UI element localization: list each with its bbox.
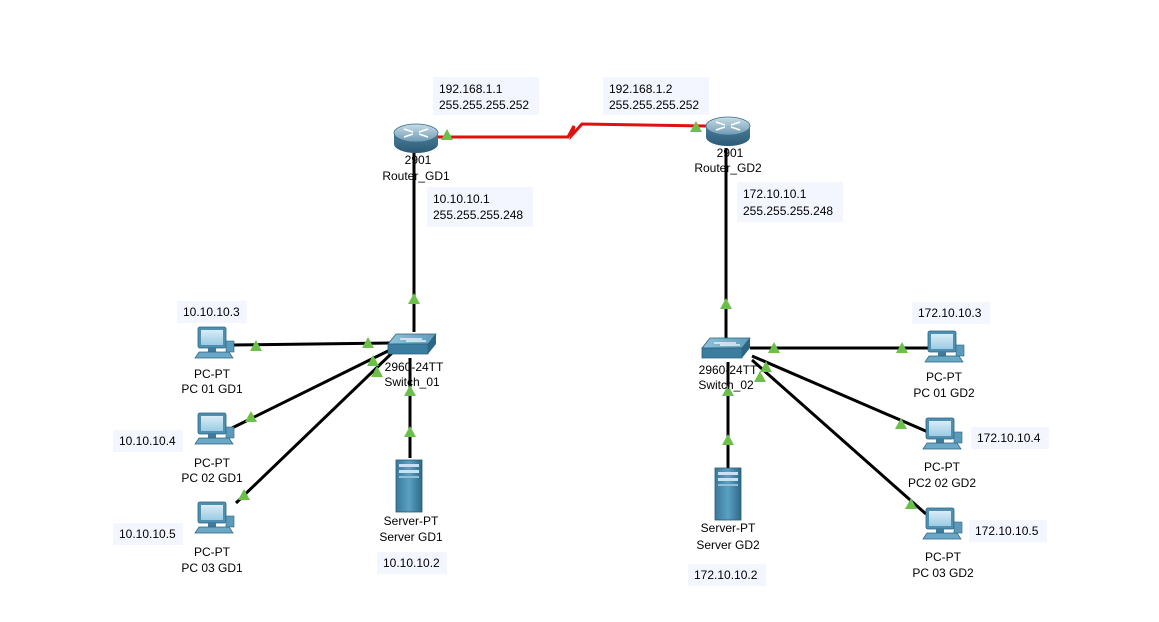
note-r2-wan-ip: 192.168.1.2 [609,82,673,96]
pc-03-gd2-name: PC 03 GD2 [912,566,974,580]
port-up-icon [408,293,420,304]
switch-01[interactable]: 2960-24TT Switch_01 [384,333,444,389]
pc-01-gd2[interactable]: PC-PT PC 01 GD2 [913,330,975,400]
server-icon [395,459,423,513]
note-pc01-gd1[interactable]: 10.10.10.3 [177,301,247,323]
pc-01-gd1-name: PC 01 GD1 [181,382,243,396]
router-gd1[interactable]: 2901 Router_GD1 [382,123,450,183]
note-server-gd2[interactable]: 172.10.10.2 [688,564,766,586]
link-switch01-pc02[interactable] [231,348,391,430]
note-r2-wan-mask: 255.255.255.252 [609,98,699,112]
pc-03-gd2-model: PC-PT [925,550,962,564]
pc-02-gd2[interactable]: PC-PT PC2 02 GD2 [908,417,976,490]
note-r1-lan-ip: 10.10.10.1 [433,192,490,206]
note-r1-wan[interactable]: 192.168.1.1 255.255.255.252 [433,77,539,115]
note-r1-wan-mask: 255.255.255.252 [439,98,529,112]
port-up-icon [720,298,732,309]
pc-02-gd1-name: PC 02 GD1 [181,471,243,485]
note-pc01-gd1-ip: 10.10.10.3 [183,305,240,319]
port-up-icon [404,426,416,437]
pc-03-gd1[interactable]: PC-PT PC 03 GD1 [181,501,243,575]
server-gd2-name: Server GD2 [696,538,760,552]
note-r1-wan-ip: 192.168.1.1 [439,82,503,96]
router-gd1-name: Router_GD1 [382,169,450,183]
note-pc02-gd1[interactable]: 10.10.10.4 [113,430,183,452]
note-pc03-gd2-ip: 172.10.10.5 [975,524,1039,538]
pc-01-gd1-model: PC-PT [194,367,231,381]
note-r1-lan[interactable]: 10.10.10.1 255.255.255.248 [427,187,533,227]
port-up-icon [722,434,734,445]
pc-02-gd1[interactable]: PC-PT PC 02 GD1 [181,412,243,485]
pc-03-gd2[interactable]: PC-PT PC 03 GD2 [912,507,974,580]
router-icon [393,123,439,154]
note-pc03-gd2[interactable]: 172.10.10.5 [969,520,1047,542]
pc-03-gd1-model: PC-PT [194,545,231,559]
note-r2-lan[interactable]: 172.10.10.1 255.255.255.248 [737,182,843,222]
port-indicators [238,121,917,509]
pc-02-gd1-model: PC-PT [194,456,231,470]
pc-icon [924,330,965,363]
note-pc02-gd1-ip: 10.10.10.4 [119,434,176,448]
router-gd1-model: 2901 [405,153,432,167]
pc-icon [194,412,235,445]
note-r2-wan[interactable]: 192.168.1.2 255.255.255.252 [603,77,709,115]
note-pc03-gd1-ip: 10.10.10.5 [119,527,176,541]
pc-icon [922,417,963,450]
note-pc03-gd1[interactable]: 10.10.10.5 [113,523,183,545]
router-gd2[interactable]: 2901 Router_GD2 [694,116,762,175]
port-up-icon [441,129,453,140]
pc-01-gd2-name: PC 01 GD2 [913,386,975,400]
switch-icon [701,337,751,359]
switch-01-model: 2960-24TT [385,360,444,374]
note-pc01-gd2-ip: 172.10.10.3 [918,306,982,320]
pc-01-gd1[interactable]: PC-PT PC 01 GD1 [181,326,243,396]
link-switch02-pc03[interactable] [751,358,927,516]
server-gd1[interactable]: Server-PT Server GD1 [379,459,443,544]
switch-icon [387,333,437,355]
router-icon [705,116,751,147]
switch-02-name: Switch_02 [698,378,754,392]
server-icon [714,467,742,521]
note-server-gd1-ip: 10.10.10.2 [383,556,440,570]
note-pc02-gd2-ip: 172.10.10.4 [977,431,1041,445]
note-r2-lan-mask: 255.255.255.248 [743,204,833,218]
note-server-gd1[interactable]: 10.10.10.2 [377,552,447,574]
wan-serial-link[interactable] [434,122,707,141]
server-gd2[interactable]: Server-PT Server GD2 [696,467,760,552]
pc-01-gd2-model: PC-PT [926,370,963,384]
pc-icon [194,501,235,534]
pc-03-gd1-name: PC 03 GD1 [181,561,243,575]
note-r1-lan-mask: 255.255.255.248 [433,208,523,222]
pc-icon [922,507,963,540]
pc-02-gd2-model: PC-PT [924,460,961,474]
note-r2-lan-ip: 172.10.10.1 [743,187,807,201]
server-gd1-model: Server-PT [384,514,439,528]
switch-02-model: 2960-24TT [699,363,758,377]
link-switch01-pc03[interactable] [234,351,394,505]
router-gd2-name: Router_GD2 [694,161,762,175]
pc-icon [194,326,235,359]
pc-02-gd2-name: PC2 02 GD2 [908,476,976,490]
switch-01-name: Switch_01 [384,375,440,389]
switch-02[interactable]: 2960-24TT Switch_02 [698,337,758,392]
note-pc02-gd2[interactable]: 172.10.10.4 [971,427,1049,449]
router-gd2-model: 2901 [717,146,744,160]
server-gd2-model: Server-PT [701,521,756,535]
note-pc01-gd2[interactable]: 172.10.10.3 [912,302,990,324]
server-gd1-name: Server GD1 [379,530,443,544]
link-switch02-pc02[interactable] [751,354,929,434]
note-server-gd2-ip: 172.10.10.2 [694,568,758,582]
